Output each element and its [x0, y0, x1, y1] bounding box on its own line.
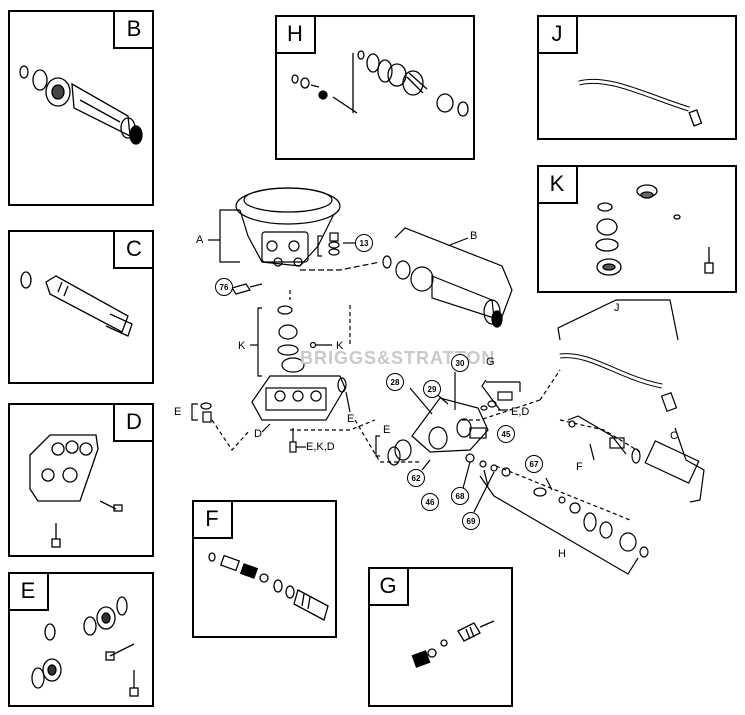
callout-d: D — [254, 428, 262, 440]
detail-box-b: B — [8, 10, 154, 206]
box-k-drawing — [595, 184, 714, 276]
callout-e-k-d: E,K,D — [306, 441, 335, 453]
box-label-f: F — [193, 501, 233, 539]
part-number-13: 13 — [355, 234, 373, 252]
watermark-text: BRIGGS&STRATTON — [300, 348, 496, 368]
box-label-c: C — [113, 231, 153, 269]
callout-a: A — [196, 234, 204, 246]
detail-box-e: E — [8, 572, 154, 707]
detail-box-h: H — [275, 15, 475, 160]
callout-e-pump: E — [383, 424, 391, 436]
part-number-62: 62 — [407, 469, 425, 487]
callout-b: B — [470, 230, 478, 242]
callout-f: F — [576, 461, 583, 473]
box-g-drawing — [411, 620, 495, 668]
callout-k-left: K — [238, 340, 246, 352]
box-e-drawing — [31, 596, 139, 697]
callout-j: J — [614, 302, 620, 314]
detail-box-k: K — [537, 165, 737, 293]
part-number-29: 29 — [423, 380, 441, 398]
box-label-g: G — [369, 568, 409, 606]
box-j-drawing — [578, 78, 703, 127]
box-d-drawing — [29, 434, 123, 548]
part-number-28: 28 — [386, 373, 404, 391]
part-number-30: 30 — [451, 354, 469, 372]
box-label-b: B — [113, 11, 153, 49]
box-label-j: J — [538, 16, 578, 54]
detail-box-j: J — [537, 15, 737, 140]
callout-h: H — [558, 548, 566, 560]
callout-e-d: E,D — [511, 406, 530, 418]
box-h-drawing — [291, 50, 469, 117]
box-label-d: D — [113, 404, 153, 442]
detail-box-f: F — [192, 500, 337, 638]
part-number-69: 69 — [462, 512, 480, 530]
box-b-drawing — [19, 65, 143, 145]
box-label-e: E — [9, 573, 49, 611]
callout-k-right: K — [336, 340, 344, 352]
part-number-67: 67 — [525, 455, 543, 473]
part-number-46: 46 — [421, 493, 439, 511]
box-f-drawing — [208, 552, 329, 621]
box-label-h: H — [276, 16, 316, 54]
callout-e-left: E — [174, 406, 182, 418]
detail-box-c: C — [8, 230, 154, 384]
box-label-k: K — [538, 166, 578, 204]
callout-e-manifold: E — [347, 413, 355, 425]
part-number-68: 68 — [451, 487, 469, 505]
callout-c: C — [670, 430, 678, 442]
part-number-45: 45 — [497, 425, 515, 443]
callout-g: G — [486, 356, 495, 368]
detail-box-g: G — [368, 567, 513, 707]
detail-box-d: D — [8, 403, 154, 557]
box-c-drawing — [20, 271, 133, 337]
part-number-76: 76 — [215, 278, 233, 296]
